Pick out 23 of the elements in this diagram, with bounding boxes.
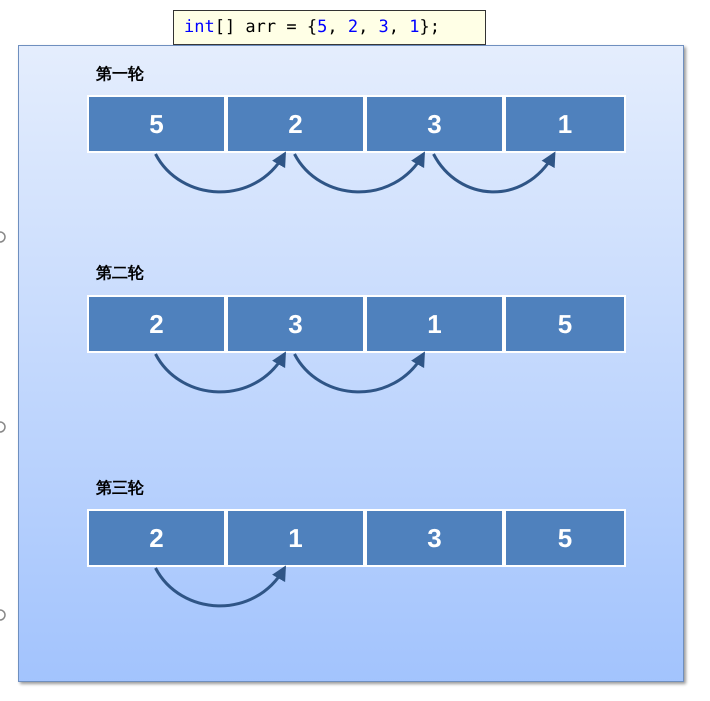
curved-arrow <box>154 566 286 608</box>
curved-arrow <box>293 152 426 194</box>
array-cell: 3 <box>365 95 504 153</box>
round-heading: 第二轮 <box>96 263 144 284</box>
curved-arrow <box>432 152 556 194</box>
array-cell: 1 <box>504 95 626 153</box>
panel <box>18 45 684 682</box>
array-cell: 5 <box>504 509 626 567</box>
array-cell: 3 <box>226 295 365 353</box>
array-cell: 2 <box>87 509 226 567</box>
array-cell: 3 <box>365 509 504 567</box>
round-heading: 第三轮 <box>96 478 144 499</box>
array-cell: 1 <box>226 509 365 567</box>
curved-arrow <box>293 352 426 394</box>
array-cell: 1 <box>365 295 504 353</box>
array-cell: 5 <box>504 295 626 353</box>
code-box: int[] arr = {5, 2, 3, 1}; <box>173 10 486 45</box>
round-heading: 第一轮 <box>96 64 144 85</box>
array-cell: 5 <box>87 95 226 153</box>
curved-arrow <box>154 152 286 194</box>
curved-arrow <box>154 352 286 394</box>
array-cell: 2 <box>226 95 365 153</box>
array-cell: 2 <box>87 295 226 353</box>
